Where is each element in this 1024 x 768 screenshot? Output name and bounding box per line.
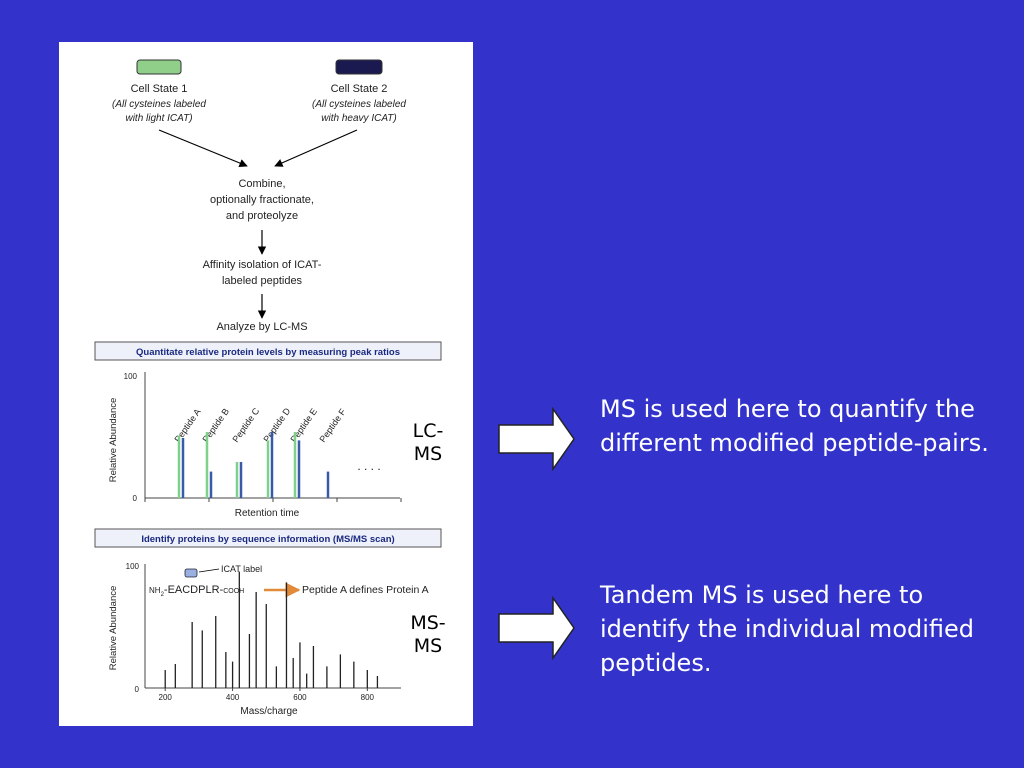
step-combine-3: and proteolyze — [226, 210, 298, 222]
step-affinity-1: Affinity isolation of ICAT- — [203, 259, 322, 271]
icat-label-text: ICAT label — [221, 564, 262, 574]
light-dish-icon — [136, 59, 182, 75]
step-combine-2: optionally fractionate, — [210, 194, 314, 206]
peptide-label: Peptide E — [288, 406, 319, 444]
chart2-ytick-top: 100 — [126, 562, 140, 571]
peptide-label: Peptide F — [317, 406, 348, 444]
cell-state-2-title: Cell State 2 — [331, 83, 388, 95]
lcms-chart: Relative Abundance 100 0 Retention time … — [108, 372, 402, 519]
icat-tag-icon — [184, 568, 198, 578]
peptide-label: Peptide C — [230, 406, 261, 445]
cell-state-1-line1: (All cysteines labeled — [112, 99, 206, 110]
chart2-xlabel: Mass/charge — [240, 706, 298, 717]
chart2-x-tick-label: 800 — [361, 693, 375, 702]
cell-state-2-line1: (All cysteines labeled — [312, 99, 406, 110]
step-affinity-2: labeled peptides — [222, 275, 303, 287]
lcms-label-line2: MS — [413, 443, 443, 465]
chart1-annotation: . . . . — [357, 459, 380, 473]
sequence-text: NH2-EACDPLR-COOH — [149, 584, 244, 598]
cell-state-1-title: Cell State 1 — [131, 83, 188, 95]
peptide-label: Peptide B — [200, 406, 231, 444]
msms-chart: Relative Abundance 100 0 Mass/charge ICA… — [108, 562, 429, 717]
msms-label-line1: MS- — [410, 612, 446, 634]
cell-state-1: Cell State 1 (All cysteines labeled with… — [112, 59, 206, 124]
step-combine-1: Combine, — [238, 178, 285, 190]
heavy-dish-icon — [335, 59, 383, 75]
chart1-ytick-bottom: 0 — [133, 494, 138, 503]
right-arrow-icon — [498, 407, 575, 471]
banner-quant: Quantitate relative protein levels by me… — [136, 347, 400, 358]
banner-quant-box — [94, 341, 442, 361]
right-arrow-icon — [498, 596, 575, 660]
arrow-right-icon — [274, 129, 358, 167]
note-lcms: MS is used here to quantify the differen… — [600, 395, 989, 457]
icat-workflow-figure: Cell State 1 (All cysteines labeled with… — [59, 42, 473, 726]
msms-label: MS- MS — [398, 612, 458, 658]
note-msms: Tandem MS is used here to identify the i… — [600, 581, 975, 677]
chart2-x-tick-label: 400 — [226, 693, 240, 702]
step-analyze: Analyze by LC-MS — [216, 321, 307, 333]
chart1-ylabel: Relative Abundance — [108, 398, 119, 483]
chart2-ytick-bottom: 0 — [135, 685, 140, 694]
figure-svg: Cell State 1 (All cysteines labeled with… — [94, 59, 442, 717]
result-text: Peptide A defines Protein A — [302, 584, 429, 596]
msms-label-line2: MS — [413, 635, 443, 657]
chart1-xlabel: Retention time — [235, 508, 300, 519]
arrow-left-icon — [158, 129, 248, 168]
icat-pointer-icon — [198, 568, 220, 573]
cell-state-2: Cell State 2 (All cysteines labeled with… — [312, 59, 406, 124]
chart2-ylabel: Relative Abundance — [108, 586, 119, 671]
chart2-x-tick-label: 200 — [159, 693, 173, 702]
lcms-label-line1: LC- — [412, 420, 444, 442]
chart1-ytick-top: 100 — [124, 372, 138, 381]
banner-identify: Identify proteins by sequence informatio… — [141, 534, 394, 545]
banner-identify-box — [94, 528, 442, 548]
chart2-x-tick-label: 600 — [293, 693, 307, 702]
lcms-label: LC- MS — [398, 420, 458, 466]
cell-state-1-line2: with light ICAT) — [125, 113, 192, 124]
peptide-label: Peptide A — [172, 407, 202, 444]
cell-state-2-line2: with heavy ICAT) — [321, 113, 396, 124]
